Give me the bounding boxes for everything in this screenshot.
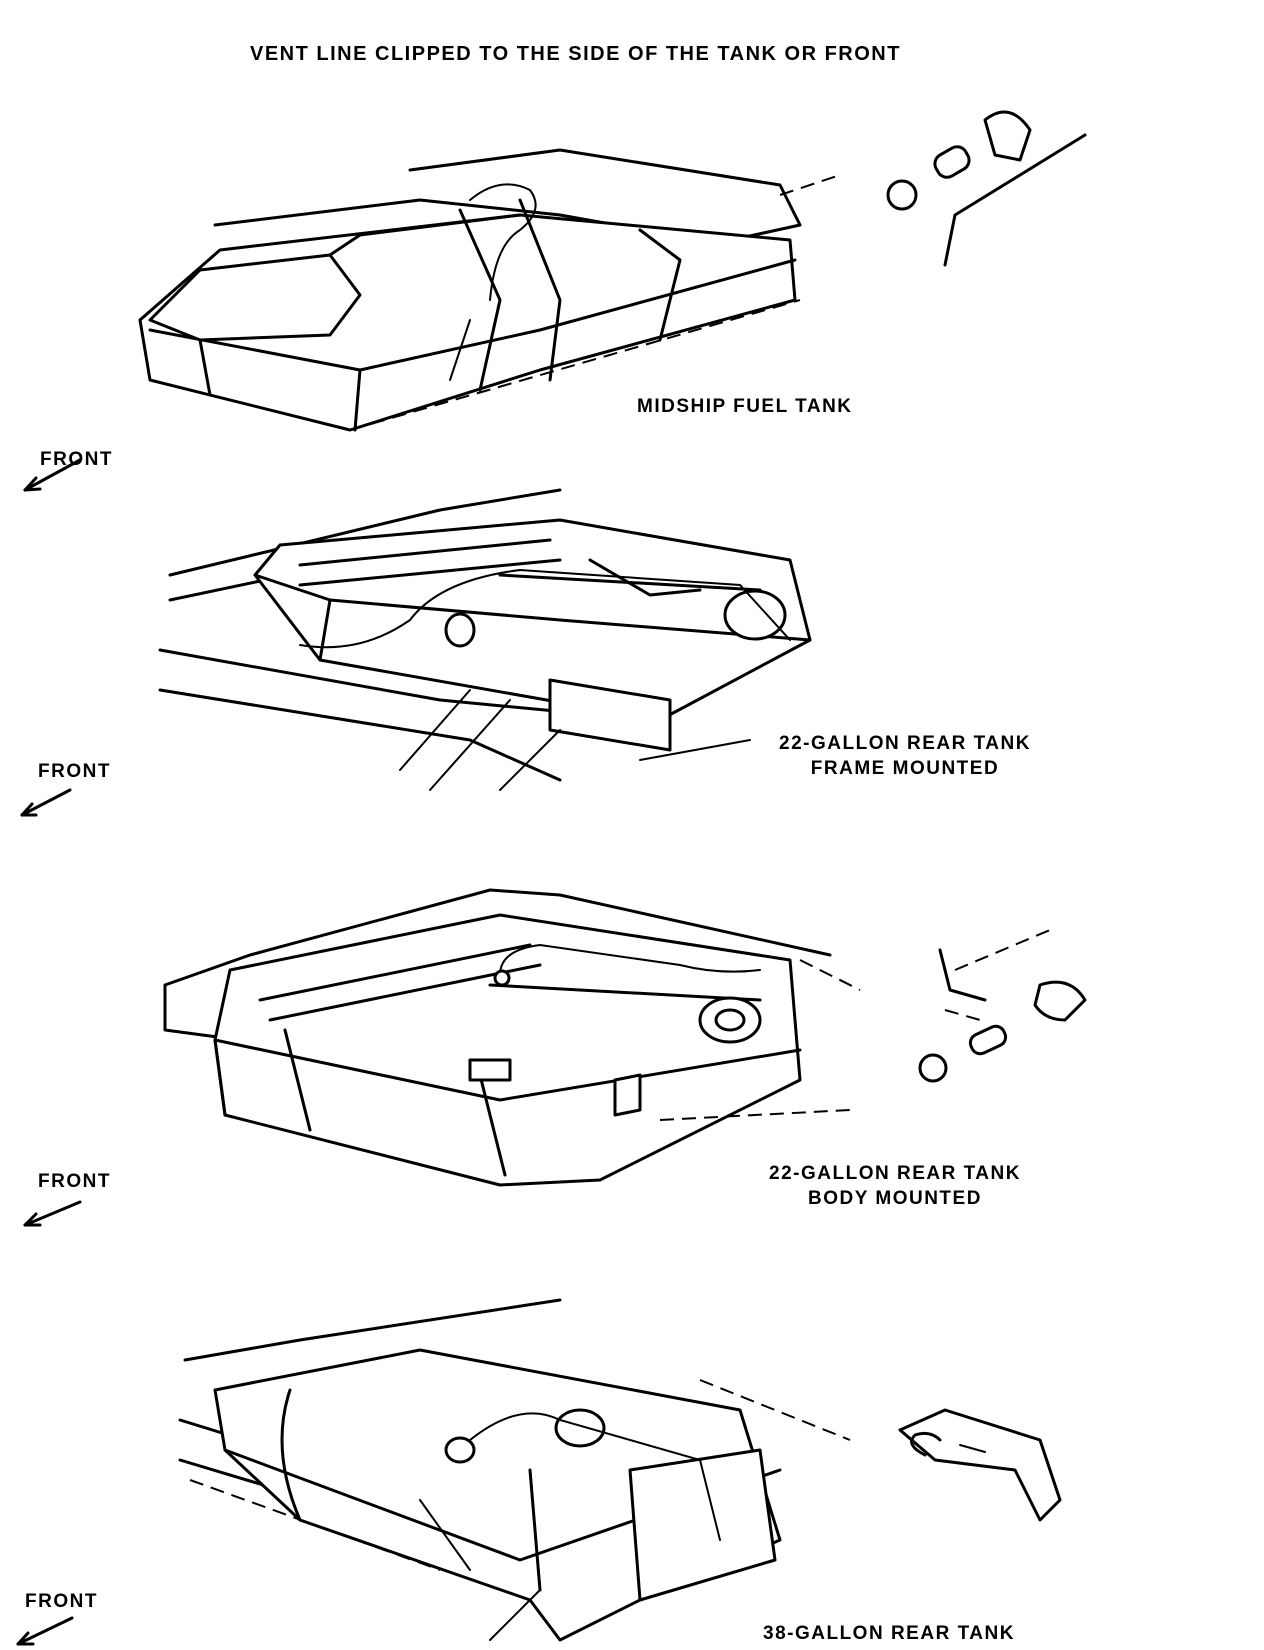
front-label: FRONT — [38, 761, 111, 782]
front-arrow-icon — [20, 788, 72, 817]
front-arrow-icon — [23, 1200, 82, 1227]
front-label: FRONT — [25, 1591, 98, 1612]
figure-caption: MIDSHIP FUEL TANK — [637, 396, 853, 417]
midship-tank-illustration — [138, 110, 1087, 432]
figure-caption: 22-GALLON REAR TANK — [779, 733, 1031, 754]
figure-caption-subtitle: BODY MOUNTED — [808, 1188, 982, 1209]
frame-mounted-tank-illustration — [158, 488, 812, 791]
front-label: FRONT — [38, 1171, 111, 1192]
figure-caption-subtitle: FRAME MOUNTED — [810, 758, 1000, 779]
figure-caption: 38-GALLON REAR TANK — [763, 1623, 1015, 1644]
figure-caption: 22-GALLON REAR TANK — [769, 1163, 1021, 1184]
front-arrow-icon — [16, 1616, 74, 1646]
front-arrow-icon — [23, 458, 82, 492]
page-title: VENT LINE CLIPPED TO THE SIDE OF THE TAN… — [250, 43, 901, 65]
front-label: FRONT — [40, 449, 113, 470]
body-mounted-tank-illustration — [163, 888, 1087, 1187]
38-gallon-tank-illustration — [178, 1298, 1062, 1642]
